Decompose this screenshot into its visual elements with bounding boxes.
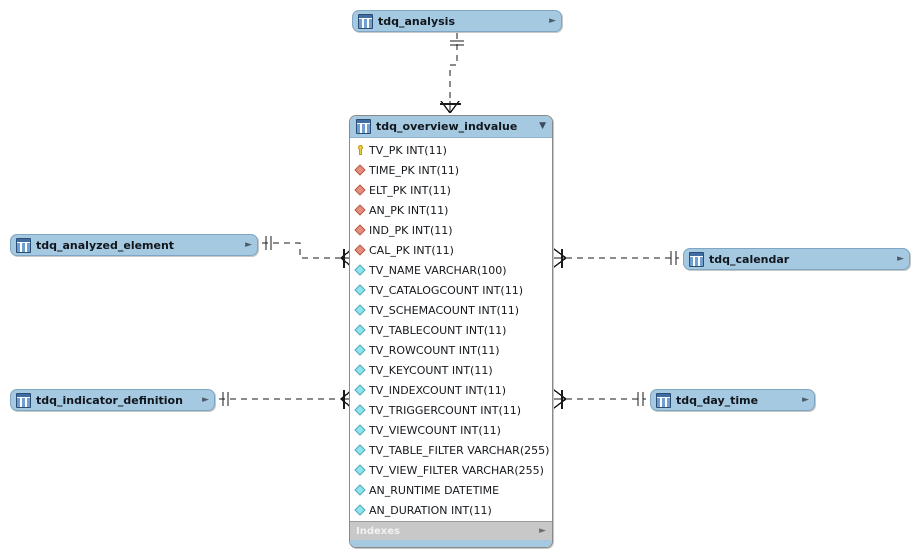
column-row[interactable]: TV_TABLECOUNT INT(11) — [350, 320, 552, 340]
column-row[interactable]: TV_TABLE_FILTER VARCHAR(255) — [350, 440, 552, 460]
column-icon — [354, 444, 366, 456]
table-node-tdq-analysis[interactable]: tdq_analysis ► — [352, 10, 562, 32]
indexes-section[interactable]: Indexes ► — [350, 521, 552, 540]
node-footer-strip — [350, 540, 552, 547]
foreign-key-icon — [354, 164, 366, 176]
column-icon — [354, 284, 366, 296]
column-icon — [354, 404, 366, 416]
table-icon — [689, 251, 704, 267]
table-node-tdq-analyzed-element[interactable]: tdq_analyzed_element ► — [10, 234, 258, 256]
column-row[interactable]: ELT_PK INT(11) — [350, 180, 552, 200]
column-label: TV_VIEW_FILTER VARCHAR(255) — [369, 463, 544, 477]
column-label: CAL_PK INT(11) — [369, 243, 454, 257]
column-icon — [354, 324, 366, 336]
table-title: tdq_analyzed_element — [36, 238, 175, 252]
table-icon — [16, 237, 31, 253]
column-label: TV_CATALOGCOUNT INT(11) — [369, 283, 524, 297]
column-label: TIME_PK INT(11) — [369, 163, 460, 177]
column-list: TV_PK INT(11) TIME_PK INT(11) ELT_PK INT(1… — [350, 138, 552, 521]
table-icon — [656, 392, 671, 408]
column-row[interactable]: TV_VIEW_FILTER VARCHAR(255) — [350, 460, 552, 480]
column-row[interactable]: TV_NAME VARCHAR(100) — [350, 260, 552, 280]
column-label: AN_PK INT(11) — [369, 203, 449, 217]
table-title: tdq_day_time — [676, 393, 759, 407]
column-row[interactable]: TIME_PK INT(11) — [350, 160, 552, 180]
chevron-right-icon[interactable]: ► — [202, 394, 209, 405]
column-row[interactable]: TV_KEYCOUNT INT(11) — [350, 360, 552, 380]
column-row[interactable]: AN_PK INT(11) — [350, 200, 552, 220]
column-row[interactable]: TV_VIEWCOUNT INT(11) — [350, 420, 552, 440]
table-title: tdq_indicator_definition — [36, 393, 183, 407]
table-node-tdq-calendar[interactable]: tdq_calendar ► — [683, 248, 910, 270]
table-header[interactable]: tdq_overview_indvalue ▼ — [350, 116, 552, 138]
column-row[interactable]: TV_SCHEMACOUNT INT(11) — [350, 300, 552, 320]
primary-key-icon — [355, 145, 365, 155]
table-title: tdq_overview_indvalue — [376, 120, 518, 133]
column-label: TV_TRIGGERCOUNT INT(11) — [369, 403, 522, 417]
chevron-right-icon[interactable]: ► — [245, 239, 252, 250]
column-row[interactable]: TV_INDEXCOUNT INT(11) — [350, 380, 552, 400]
foreign-key-icon — [354, 244, 366, 256]
column-icon — [354, 264, 366, 276]
column-label: AN_RUNTIME DATETIME — [369, 483, 500, 497]
column-label: AN_DURATION INT(11) — [369, 503, 492, 517]
column-icon — [354, 464, 366, 476]
column-label: IND_PK INT(11) — [369, 223, 453, 237]
chevron-right-icon[interactable]: ► — [802, 394, 809, 405]
indexes-label: Indexes — [356, 525, 400, 537]
column-label: TV_ROWCOUNT INT(11) — [369, 343, 500, 357]
column-label: TV_TABLE_FILTER VARCHAR(255) — [369, 443, 550, 457]
column-row[interactable]: AN_RUNTIME DATETIME — [350, 480, 552, 500]
column-label: TV_KEYCOUNT INT(11) — [369, 363, 493, 377]
chevron-right-icon[interactable]: ► — [897, 253, 904, 264]
column-icon — [354, 504, 366, 516]
column-row[interactable]: TV_CATALOGCOUNT INT(11) — [350, 280, 552, 300]
column-label: TV_SCHEMACOUNT INT(11) — [369, 303, 520, 317]
foreign-key-icon — [354, 184, 366, 196]
table-icon — [358, 13, 373, 29]
foreign-key-icon — [354, 224, 366, 236]
table-icon — [16, 392, 31, 408]
column-row[interactable]: IND_PK INT(11) — [350, 220, 552, 240]
table-node-tdq-overview-indvalue[interactable]: tdq_overview_indvalue ▼ TV_PK INT(11) TIM… — [349, 115, 553, 548]
column-label: TV_NAME VARCHAR(100) — [369, 263, 507, 277]
column-label: TV_INDEXCOUNT INT(11) — [369, 383, 506, 397]
column-row[interactable]: TV_PK INT(11) — [350, 140, 552, 160]
column-icon — [354, 424, 366, 436]
column-row[interactable]: AN_DURATION INT(11) — [350, 500, 552, 520]
foreign-key-icon — [354, 204, 366, 216]
column-icon — [354, 384, 366, 396]
column-icon — [354, 304, 366, 316]
column-row[interactable]: TV_ROWCOUNT INT(11) — [350, 340, 552, 360]
table-title: tdq_analysis — [378, 14, 455, 28]
chevron-right-icon[interactable]: ► — [539, 526, 546, 536]
column-label: ELT_PK INT(11) — [369, 183, 451, 197]
column-row[interactable]: CAL_PK INT(11) — [350, 240, 552, 260]
table-node-tdq-indicator-definition[interactable]: tdq_indicator_definition ► — [10, 389, 215, 411]
table-node-tdq-day-time[interactable]: tdq_day_time ► — [650, 389, 815, 411]
table-title: tdq_calendar — [709, 252, 790, 266]
chevron-down-icon[interactable]: ▼ — [539, 121, 546, 131]
chevron-right-icon[interactable]: ► — [549, 15, 556, 26]
table-icon — [356, 119, 371, 134]
column-icon — [354, 484, 366, 496]
column-row[interactable]: TV_TRIGGERCOUNT INT(11) — [350, 400, 552, 420]
column-label: TV_PK INT(11) — [369, 143, 447, 157]
column-icon — [354, 364, 366, 376]
column-icon — [354, 344, 366, 356]
column-label: TV_VIEWCOUNT INT(11) — [369, 423, 501, 437]
column-label: TV_TABLECOUNT INT(11) — [369, 323, 507, 337]
